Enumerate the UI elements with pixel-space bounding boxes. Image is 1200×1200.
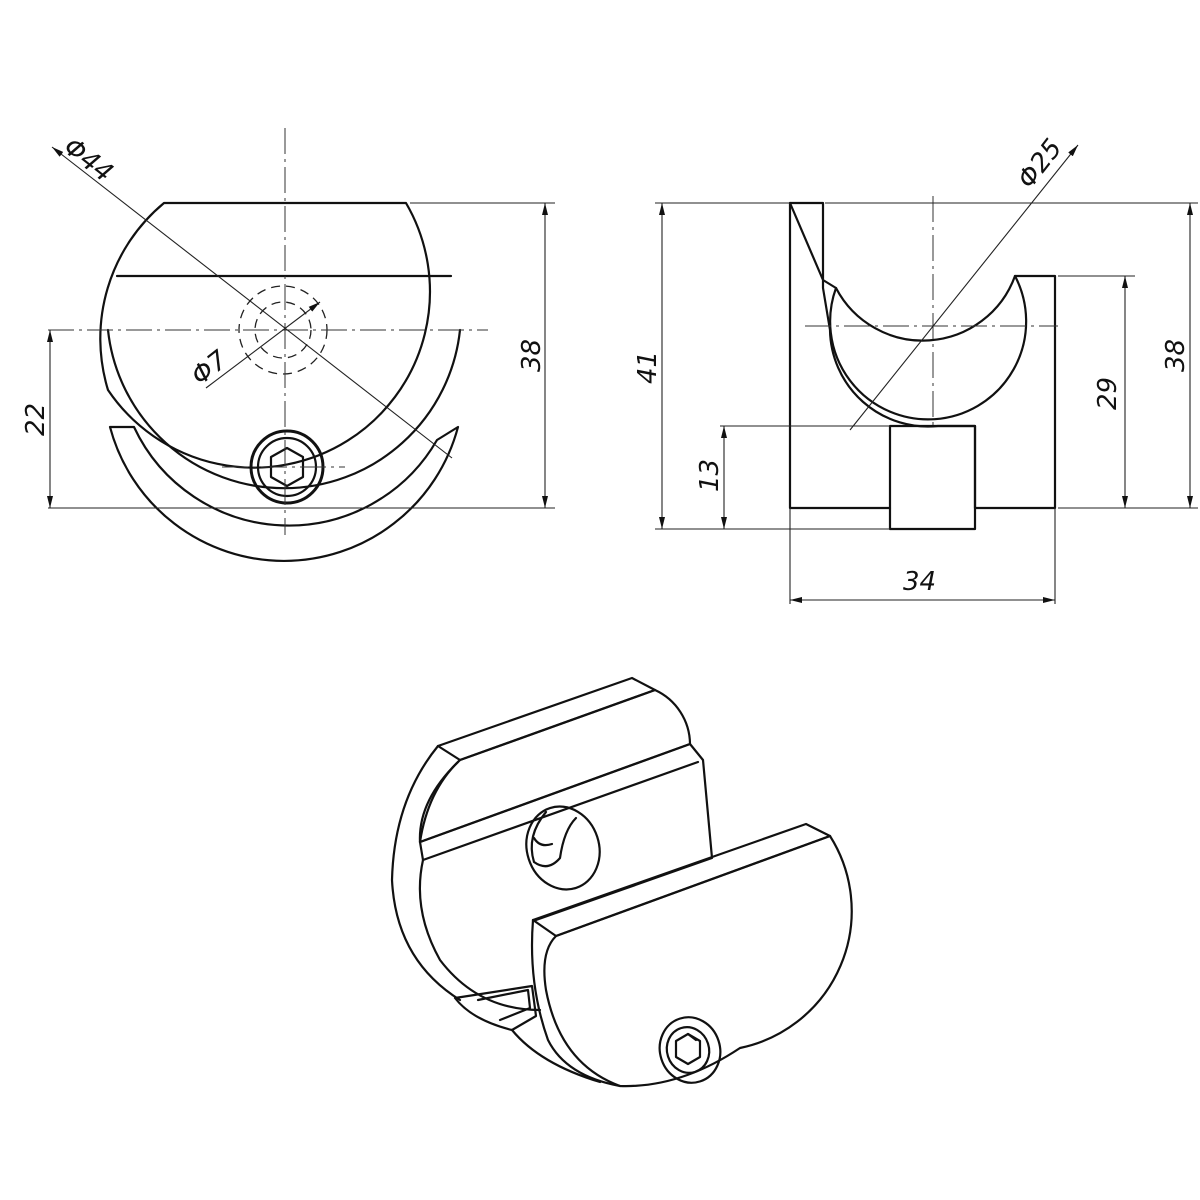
iso-back-rail-inner <box>418 758 462 844</box>
iso-back-hole <box>525 805 601 891</box>
dia7-label: Φ7 <box>186 345 234 392</box>
iso-clamp-lip <box>453 984 538 1032</box>
dia7-leader <box>205 301 321 389</box>
front-dim38-label: 38 <box>517 339 547 372</box>
front-body-lower-arc <box>106 328 462 490</box>
side-view: Φ25 41 13 29 38 34 <box>633 134 1198 604</box>
isometric-view <box>390 676 853 1088</box>
side-tube-bore <box>829 274 1028 421</box>
iso-back-rail-front <box>418 688 692 844</box>
dia25-leader <box>849 144 1079 431</box>
iso-front-face <box>543 834 853 1088</box>
iso-front-rail-top <box>531 822 832 938</box>
front-view: Φ44 Φ7 38 22 <box>21 128 555 562</box>
iso-back-wall-lower <box>418 760 700 862</box>
side-dim34-label: 34 <box>903 567 936 597</box>
front-hole-bore <box>254 301 312 359</box>
dia25-label: Φ25 <box>1012 134 1069 195</box>
dia44-label: Φ44 <box>58 132 119 189</box>
iso-back-rail-top <box>436 676 657 762</box>
front-clamp-shell <box>108 425 460 562</box>
side-dim29-label: 29 <box>1093 377 1123 410</box>
side-screw-block <box>888 424 977 531</box>
iso-clamp-curve <box>510 1028 602 1084</box>
dia44-leader <box>51 146 453 459</box>
iso-front-left-edge <box>530 918 622 1088</box>
iso-back-curved-face <box>418 858 542 1012</box>
front-dim22-label: 22 <box>21 403 51 436</box>
side-dim41-label: 41 <box>633 351 663 384</box>
iso-clamp-lip-inner <box>476 988 532 1022</box>
iso-back-rail-outer <box>390 744 462 1002</box>
iso-front-screw <box>658 1016 722 1084</box>
side-dim13-label: 13 <box>695 459 725 492</box>
side-left-wall <box>788 201 892 510</box>
side-dim38-label: 38 <box>1161 339 1191 372</box>
side-body-outline <box>788 201 1057 510</box>
